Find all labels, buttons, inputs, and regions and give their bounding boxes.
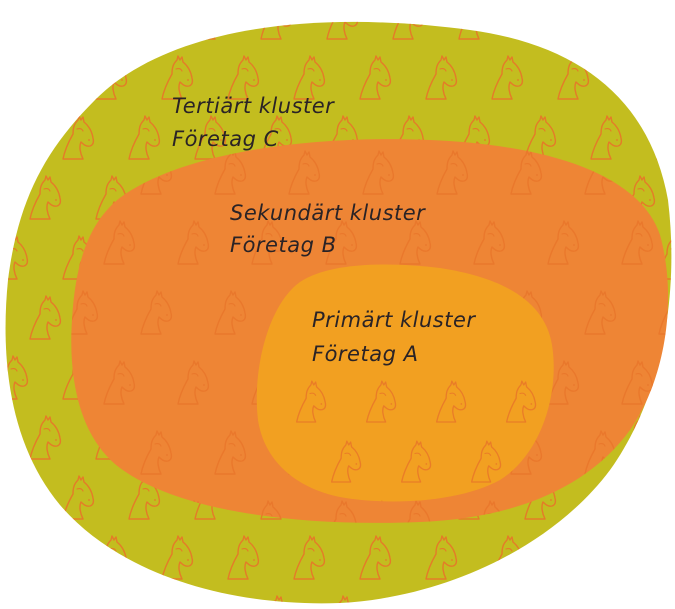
horse-head-icon	[624, 536, 654, 579]
horse-head-icon	[659, 571, 675, 609]
horse-head-icon	[63, 596, 93, 609]
horse-head-icon	[542, 561, 571, 602]
horse-head-icon	[30, 56, 60, 99]
horse-head-icon	[0, 116, 27, 159]
horse-head-icon	[591, 596, 621, 609]
horse-head-icon	[591, 0, 621, 39]
horse-head-icon	[129, 0, 159, 39]
tertiary-company: Företag C	[172, 127, 279, 151]
horse-head-icon	[0, 476, 27, 519]
horse-head-icon	[622, 501, 652, 544]
horse-head-icon	[0, 0, 27, 39]
primary-title: Primärt kluster	[312, 308, 476, 332]
horse-head-icon	[195, 596, 225, 609]
horse-head-icon	[657, 0, 675, 39]
secondary-company: Företag B	[230, 233, 337, 257]
horse-head-icon	[558, 536, 588, 579]
horse-head-icon	[67, 571, 97, 609]
horse-head-icon	[525, 596, 555, 609]
horse-head-icon	[141, 571, 171, 609]
horse-head-icon	[30, 536, 60, 579]
horse-head-icon	[63, 0, 93, 39]
horse-head-icon	[624, 56, 654, 99]
horse-head-icon	[129, 596, 159, 609]
horse-head-icon	[647, 501, 675, 542]
horse-head-icon	[659, 431, 675, 474]
primary-cluster-shape	[257, 265, 554, 502]
horse-head-icon	[657, 476, 675, 519]
horse-head-icon	[577, 501, 606, 542]
horse-head-icon	[459, 596, 489, 609]
primary-company: Företag A	[312, 342, 418, 366]
horse-head-icon	[585, 571, 615, 609]
secondary-title: Sekundärt kluster	[230, 201, 426, 225]
horse-head-icon	[657, 116, 675, 159]
horse-head-icon	[0, 596, 27, 609]
horse-head-icon	[657, 596, 675, 609]
horse-head-icon	[511, 571, 541, 609]
horse-head-icon	[525, 0, 555, 39]
horse-head-icon	[195, 0, 225, 39]
horse-head-icon	[393, 596, 423, 609]
tertiary-title: Tertiärt kluster	[172, 94, 335, 118]
horse-head-icon	[612, 561, 641, 602]
